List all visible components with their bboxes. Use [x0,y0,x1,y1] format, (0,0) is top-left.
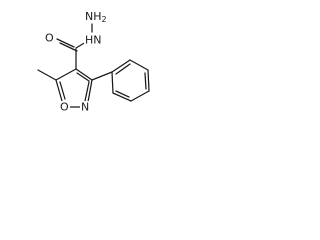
atom-label-nh2: NH2 [85,10,107,24]
bond-c4-c3-double [75,68,93,81]
bond-ph-3-4 [147,69,150,92]
bond-c5-o1-double-inner [59,81,66,100]
bond-c5-methyl [37,69,57,81]
bond-c5-o1 [55,79,63,102]
atom-label-ring-nitrogen: N [81,101,89,114]
bond-ph-inner-b [144,72,147,90]
bond-c3-phenyl [91,71,113,81]
bond-n2-c3 [87,79,93,103]
bond-ph-2-3 [129,59,149,71]
bond-carbonyl-double-b [59,42,78,52]
atom-label-nh: HN [85,34,102,47]
bond-ph-5-6 [112,92,132,102]
bond-ph-6-1 [111,71,114,94]
bond-ph-4-5 [130,90,150,102]
bond-ph-inner-c [115,90,130,98]
atom-label-carbonyl-oxygen: O [45,32,54,45]
bond-ph-1-2 [111,59,131,73]
atom-labels: NH2 HN O O N [44,9,107,114]
bond-c4-c3-double-inner [76,72,90,82]
bonds [37,23,150,108]
bond-carbonyl-double-a [56,38,75,48]
atom-label-ring-oxygen: O [60,101,69,114]
bond-n2-c3-double-inner [84,81,90,102]
bond-c4-c5 [55,68,77,81]
bond-ph-inner-a [115,63,131,75]
chemical-structure-diagram: NH2 HN O O N [37,9,150,114]
